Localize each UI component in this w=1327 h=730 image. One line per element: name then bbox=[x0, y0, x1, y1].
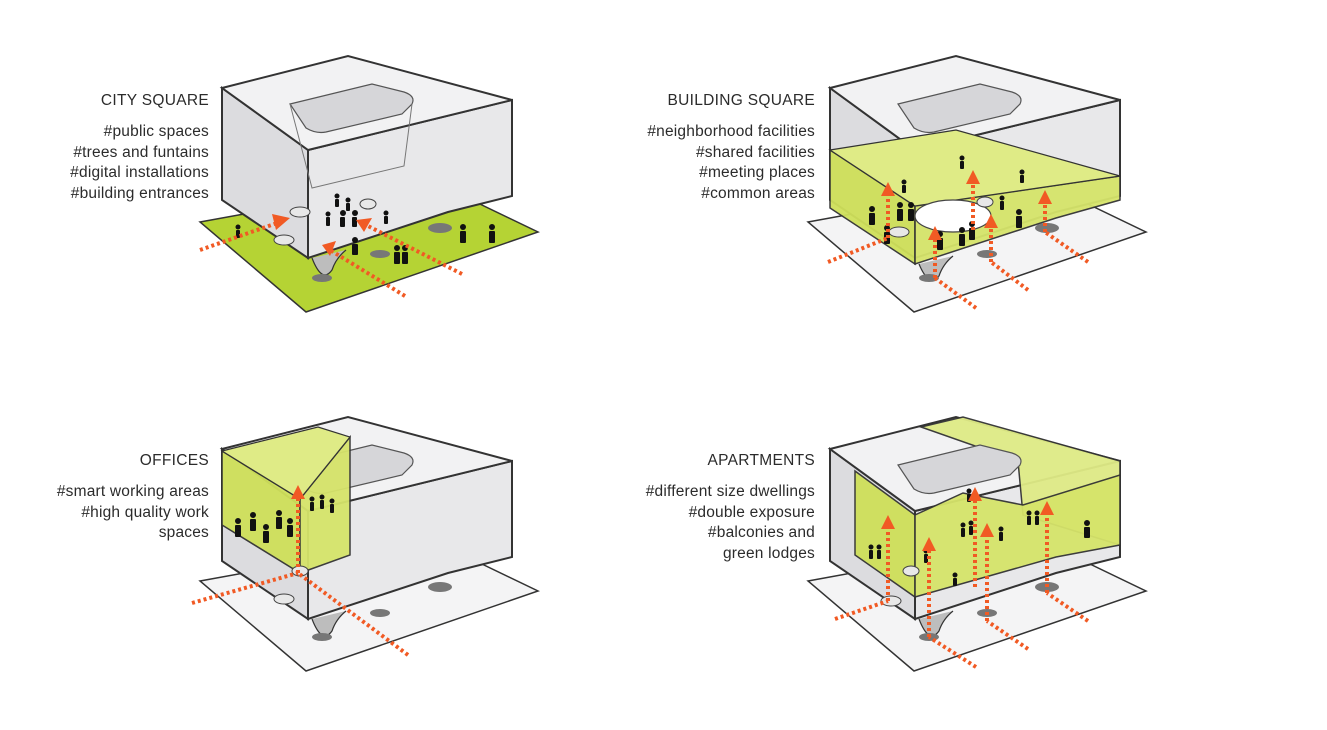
tag-line: #digital installations bbox=[70, 164, 209, 181]
arrow-heads bbox=[272, 214, 372, 256]
panel-offices: OFFICES #smart working areas #high quali… bbox=[0, 365, 663, 730]
courtyard-opening bbox=[897, 444, 1022, 495]
tag-line: green lodges bbox=[722, 544, 815, 562]
pilotis-foot bbox=[1035, 223, 1059, 233]
building-square-diagram bbox=[806, 54, 1148, 313]
pilotis-foot bbox=[370, 250, 390, 258]
tag-line: #double exposure bbox=[688, 503, 815, 521]
tag-line: #common areas bbox=[701, 184, 815, 202]
plaza-opening bbox=[976, 196, 994, 208]
caption-offices: OFFICES #smart working areas #high quali… bbox=[0, 451, 209, 544]
plaza-opening bbox=[888, 226, 910, 238]
caption-city-square: CITY SQUARE #public spaces #trees and fu… bbox=[0, 91, 209, 204]
people bbox=[235, 193, 495, 264]
office-block-top bbox=[220, 426, 352, 500]
tag-line: #smart working areas bbox=[56, 483, 209, 500]
tag-line: #building entrances bbox=[70, 184, 209, 202]
pilotis-foot bbox=[977, 250, 997, 258]
circulation-arrows bbox=[827, 180, 1090, 310]
people bbox=[235, 494, 335, 543]
plaza-opening bbox=[273, 593, 295, 605]
tag-line: #trees and funtains bbox=[73, 143, 209, 161]
arrow-heads bbox=[881, 170, 1052, 240]
courtyard-opening bbox=[897, 83, 1022, 134]
plaza-opening bbox=[880, 595, 902, 607]
plaza-opening bbox=[359, 198, 377, 210]
panel-title: OFFICES bbox=[139, 452, 209, 469]
circulation-arrows bbox=[199, 220, 463, 298]
pilotis bbox=[311, 610, 347, 637]
arrow-heads bbox=[291, 485, 305, 499]
panel-city-square: CITY SQUARE #public spaces #trees and fu… bbox=[0, 0, 663, 365]
tag-line: #balconies and bbox=[707, 524, 815, 541]
offices-diagram bbox=[191, 415, 540, 672]
panel-apartments: APARTMENTS #different size dwellings #do… bbox=[646, 365, 1326, 730]
courtyard-wall bbox=[289, 103, 413, 189]
pilotis-foot bbox=[312, 633, 332, 641]
tag-line: #high quality work bbox=[81, 503, 209, 521]
circulation-arrows bbox=[191, 499, 410, 657]
tag-line: #different size dwellings bbox=[645, 483, 815, 500]
circulation-arrows bbox=[834, 497, 1090, 669]
city-square-diagram bbox=[198, 54, 540, 313]
plaza-opening bbox=[289, 206, 311, 218]
panel-title: APARTMENTS bbox=[707, 452, 815, 469]
pilotis-foot bbox=[428, 223, 452, 233]
panel-title: CITY SQUARE bbox=[100, 92, 209, 109]
arrow-heads bbox=[881, 487, 1054, 551]
tag-line: spaces bbox=[158, 524, 209, 541]
caption-building-square: BUILDING SQUARE #neighborhood facilities… bbox=[515, 91, 815, 204]
plaza-opening bbox=[273, 234, 295, 246]
tag-line: #meeting places bbox=[699, 164, 815, 181]
caption-apartments: APARTMENTS #different size dwellings #do… bbox=[515, 451, 815, 564]
panel-building-square: BUILDING SQUARE #neighborhood facilities… bbox=[647, 0, 1326, 365]
pilotis-foot bbox=[428, 582, 452, 592]
courtyard-opening bbox=[289, 83, 414, 134]
tag-line: #public spaces bbox=[103, 123, 209, 140]
tag-line: #neighborhood facilities bbox=[647, 123, 815, 140]
tag-line: #shared facilities bbox=[695, 143, 815, 161]
pilotis-foot bbox=[312, 274, 332, 282]
plaza-opening bbox=[902, 565, 920, 577]
pilotis-foot bbox=[370, 609, 390, 617]
panel-title: BUILDING SQUARE bbox=[667, 92, 815, 109]
apartments-diagram bbox=[806, 415, 1148, 672]
